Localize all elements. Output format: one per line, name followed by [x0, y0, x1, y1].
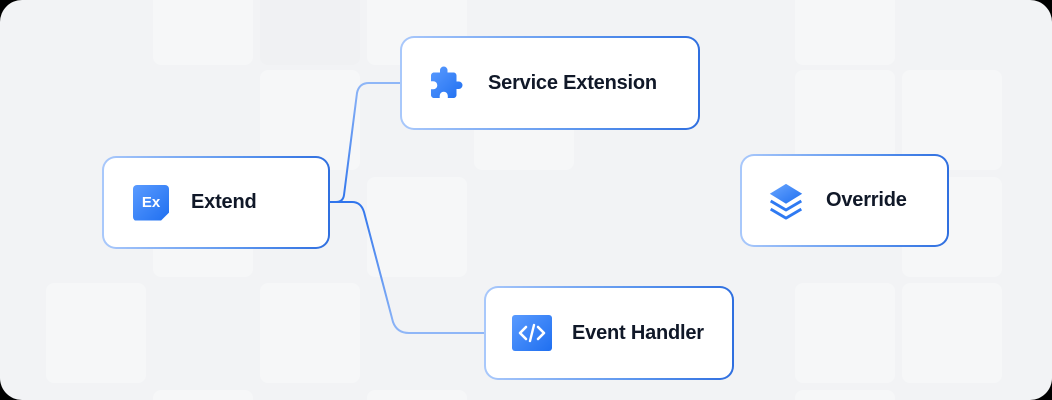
node-label: Extend — [191, 191, 257, 213]
bg-tile — [795, 390, 895, 400]
bg-tile — [795, 0, 895, 65]
puzzle-piece-icon — [428, 65, 464, 101]
node-override[interactable]: Override — [740, 154, 949, 247]
node-service-extension[interactable]: Service Extension — [400, 36, 700, 130]
code-brackets-icon — [512, 315, 552, 351]
ex-badge-icon: Ex — [133, 184, 169, 221]
bg-tile — [153, 0, 253, 65]
bg-tile — [260, 70, 360, 170]
bg-tile — [153, 390, 253, 400]
bg-tile — [46, 283, 146, 383]
edge-extend-service-extension — [330, 82, 402, 203]
node-event-handler[interactable]: Event Handler — [484, 286, 734, 380]
node-label: Override — [826, 189, 907, 211]
node-label: Event Handler — [572, 321, 704, 344]
bg-tile — [795, 70, 895, 170]
bg-tile — [367, 390, 467, 400]
layers-stack-icon — [768, 183, 804, 220]
edge-extend-event-handler — [330, 201, 486, 334]
bg-tile — [367, 177, 467, 277]
bg-tile — [902, 70, 1002, 170]
bg-tile — [260, 0, 360, 65]
bg-tile — [902, 283, 1002, 383]
bg-tile — [795, 283, 895, 383]
bg-tile — [260, 283, 360, 383]
node-extend[interactable]: Ex Extend — [102, 156, 330, 249]
node-label: Service Extension — [488, 71, 657, 94]
